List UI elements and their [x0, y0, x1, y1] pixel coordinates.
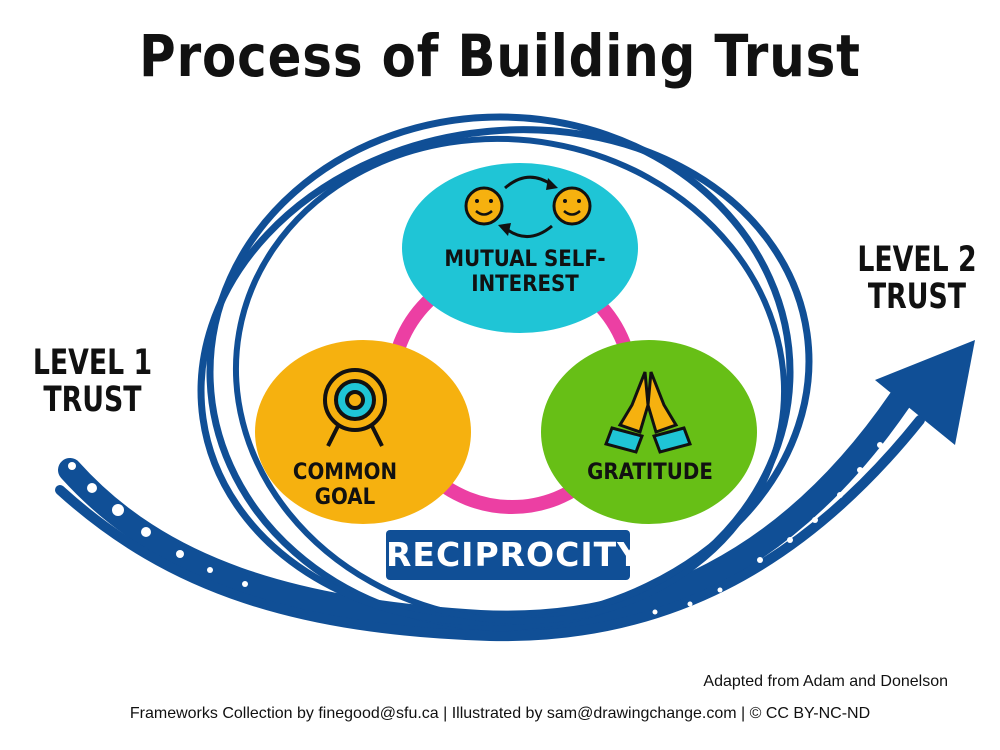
praying-hands-icon [604, 371, 692, 454]
collection-credit: Frameworks Collection by finegood@sfu.ca… [129, 705, 871, 722]
level-2-trust-label: LEVEL 2 TRUST [857, 240, 977, 317]
adapted-credit: Adapted from Adam and Donelson [703, 673, 948, 690]
common-goal-label: COMMON GOAL [292, 460, 398, 511]
arrow-dots [68, 442, 883, 615]
trust-growth-arrow-path [58, 388, 912, 635]
node-gratitude [541, 340, 757, 524]
target-icon [323, 368, 387, 447]
reciprocity-banner: RECIPROCITY [386, 530, 641, 580]
loop-outer [206, 113, 794, 631]
node-common-goal [255, 340, 471, 524]
loop-inner [232, 135, 788, 625]
two-smiley-faces-exchange-icon [464, 175, 592, 238]
mutual-self-interest-label: MUTUAL SELF-INTEREST [444, 247, 606, 298]
arrow-head [875, 340, 975, 445]
trust-growth-arrow-path-inner [55, 415, 925, 642]
page-title: Process of Building Trust [139, 22, 861, 90]
gratitude-label: GRATITUDE [587, 460, 713, 485]
level-1-trust-label: LEVEL 1 TRUST [32, 343, 153, 420]
